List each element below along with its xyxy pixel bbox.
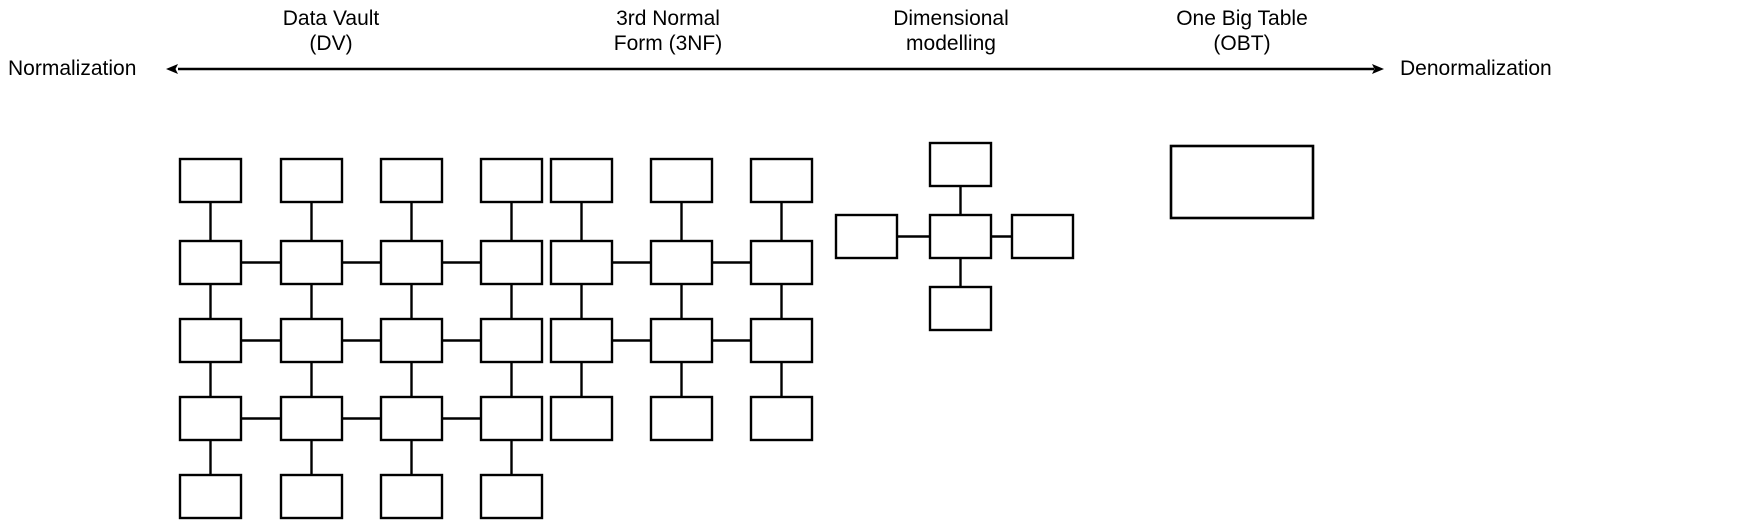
column-title-dimensional-modelling: Dimensional modelling: [831, 6, 1071, 56]
entity-box: [279, 473, 344, 520]
column-title-line1: Data Vault: [282, 7, 380, 30]
column-title-line2: Form (3NF): [613, 32, 723, 55]
column-title-line2: (DV): [309, 32, 353, 55]
column-title-line1: One Big Table: [1176, 7, 1308, 30]
dimension-box-left: [834, 213, 899, 260]
entity-box: [479, 317, 544, 364]
dimensional-modelling-diagram: [834, 141, 1075, 332]
column-title-one-big-table: One Big Table (OBT): [1122, 6, 1362, 56]
entity-box: [549, 157, 614, 204]
entity-box: [379, 157, 444, 204]
entity-box: [178, 239, 243, 286]
entity-box: [549, 395, 614, 442]
entity-box: [279, 395, 344, 442]
column-title-line1: Dimensional: [893, 7, 1009, 30]
entity-box: [178, 395, 243, 442]
entity-box: [279, 317, 344, 364]
entity-box: [649, 395, 714, 442]
entity-box: [749, 239, 814, 286]
column-title-line2: modelling: [906, 32, 996, 55]
entity-box: [649, 157, 714, 204]
column-title-third-normal-form: 3rd Normal Form (3NF): [548, 6, 788, 56]
column-title-data-vault: Data Vault (DV): [211, 6, 451, 56]
one-big-table-box: [1169, 144, 1315, 220]
entity-box: [379, 239, 444, 286]
entity-box: [549, 317, 614, 364]
third-normal-form-diagram: [549, 157, 814, 442]
entity-box: [279, 239, 344, 286]
entity-box: [649, 317, 714, 364]
denormalization-label: Denormalization: [1400, 57, 1552, 80]
entity-box: [749, 157, 814, 204]
dimension-box-right: [1010, 213, 1075, 260]
fact-box-center: [928, 213, 993, 260]
data-vault-diagram: [178, 157, 544, 520]
column-title-line2: (OBT): [1213, 32, 1271, 55]
entity-box: [178, 317, 243, 364]
one-big-table-diagram: [1169, 144, 1315, 220]
entity-box: [379, 473, 444, 520]
entity-box: [379, 317, 444, 364]
entity-box: [749, 395, 814, 442]
column-title-line1: 3rd Normal: [616, 7, 720, 30]
entity-box: [379, 395, 444, 442]
entity-box: [479, 473, 544, 520]
entity-box: [178, 473, 243, 520]
entity-box: [279, 157, 344, 204]
entity-box: [549, 239, 614, 286]
entity-box: [479, 395, 544, 442]
normalization-label: Normalization: [8, 57, 137, 80]
entity-box: [178, 157, 243, 204]
dimension-box-bottom: [928, 285, 993, 332]
entity-box: [649, 239, 714, 286]
entity-box: [749, 317, 814, 364]
entity-box: [479, 157, 544, 204]
entity-box: [479, 239, 544, 286]
dimension-box-top: [928, 141, 993, 188]
